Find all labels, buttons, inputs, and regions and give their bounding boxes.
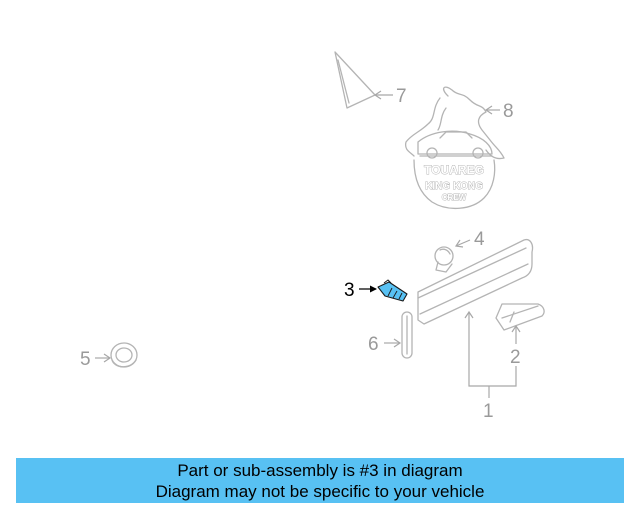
part-4-push-clip[interactable] — [434, 246, 454, 273]
part-7-triangle-trim[interactable] — [334, 51, 376, 109]
callout-label-1: 1 — [483, 401, 494, 422]
callout-6[interactable]: 6 — [368, 334, 402, 355]
callout-5[interactable]: 5 — [80, 349, 112, 370]
part-8-emblem-decal[interactable]: TOUAREG KING KONG CREW — [404, 86, 505, 209]
leader-arrow-5 — [103, 353, 112, 363]
callout-label-8: 8 — [503, 101, 514, 122]
emblem-text-crew: CREW — [442, 193, 467, 202]
leader-bracket-1 — [468, 312, 517, 387]
info-banner: Part or sub-assembly is #3 in diagram Di… — [16, 458, 624, 503]
part-1-door-moulding[interactable] — [417, 238, 534, 325]
callout-2[interactable]: 2 — [510, 324, 521, 368]
callout-7[interactable]: 7 — [373, 86, 407, 107]
leader-arrow-3 — [370, 285, 377, 293]
callout-1[interactable]: 1 — [464, 310, 517, 422]
banner-line-disclaimer: Diagram may not be specific to your vehi… — [155, 481, 485, 501]
leader-line-4 — [455, 239, 471, 247]
leader-arrow-1a — [464, 310, 474, 319]
leader-arrow-4 — [454, 239, 464, 248]
banner-line-part: Part or sub-assembly is #3 in diagram — [177, 460, 463, 480]
callout-label-7: 7 — [396, 86, 407, 107]
callout-label-6: 6 — [368, 334, 379, 355]
callout-4[interactable]: 4 — [454, 229, 485, 250]
callout-label-5: 5 — [80, 349, 91, 370]
leader-arrow-6 — [393, 338, 402, 348]
part-5-grommet[interactable] — [110, 342, 138, 368]
leader-arrow-7 — [373, 90, 382, 100]
leader-arrow-2 — [511, 324, 521, 333]
emblem-text-king-kong: KING KONG — [425, 181, 483, 192]
leader-arrow-8 — [484, 105, 493, 115]
callout-label-3: 3 — [344, 280, 355, 301]
callout-label-4: 4 — [474, 229, 485, 250]
part-6-seal-strip[interactable] — [401, 311, 413, 359]
part-3-bolt[interactable] — [377, 279, 408, 302]
emblem-text-touareg: TOUAREG — [424, 163, 484, 177]
part-2-bracket[interactable] — [495, 303, 545, 331]
callout-3[interactable]: 3 — [344, 280, 377, 301]
parts-diagram: 7 TOUAREG KING KONG CREW 8 4 — [80, 51, 545, 422]
callout-8[interactable]: 8 — [484, 101, 514, 122]
callout-label-2: 2 — [510, 347, 521, 368]
